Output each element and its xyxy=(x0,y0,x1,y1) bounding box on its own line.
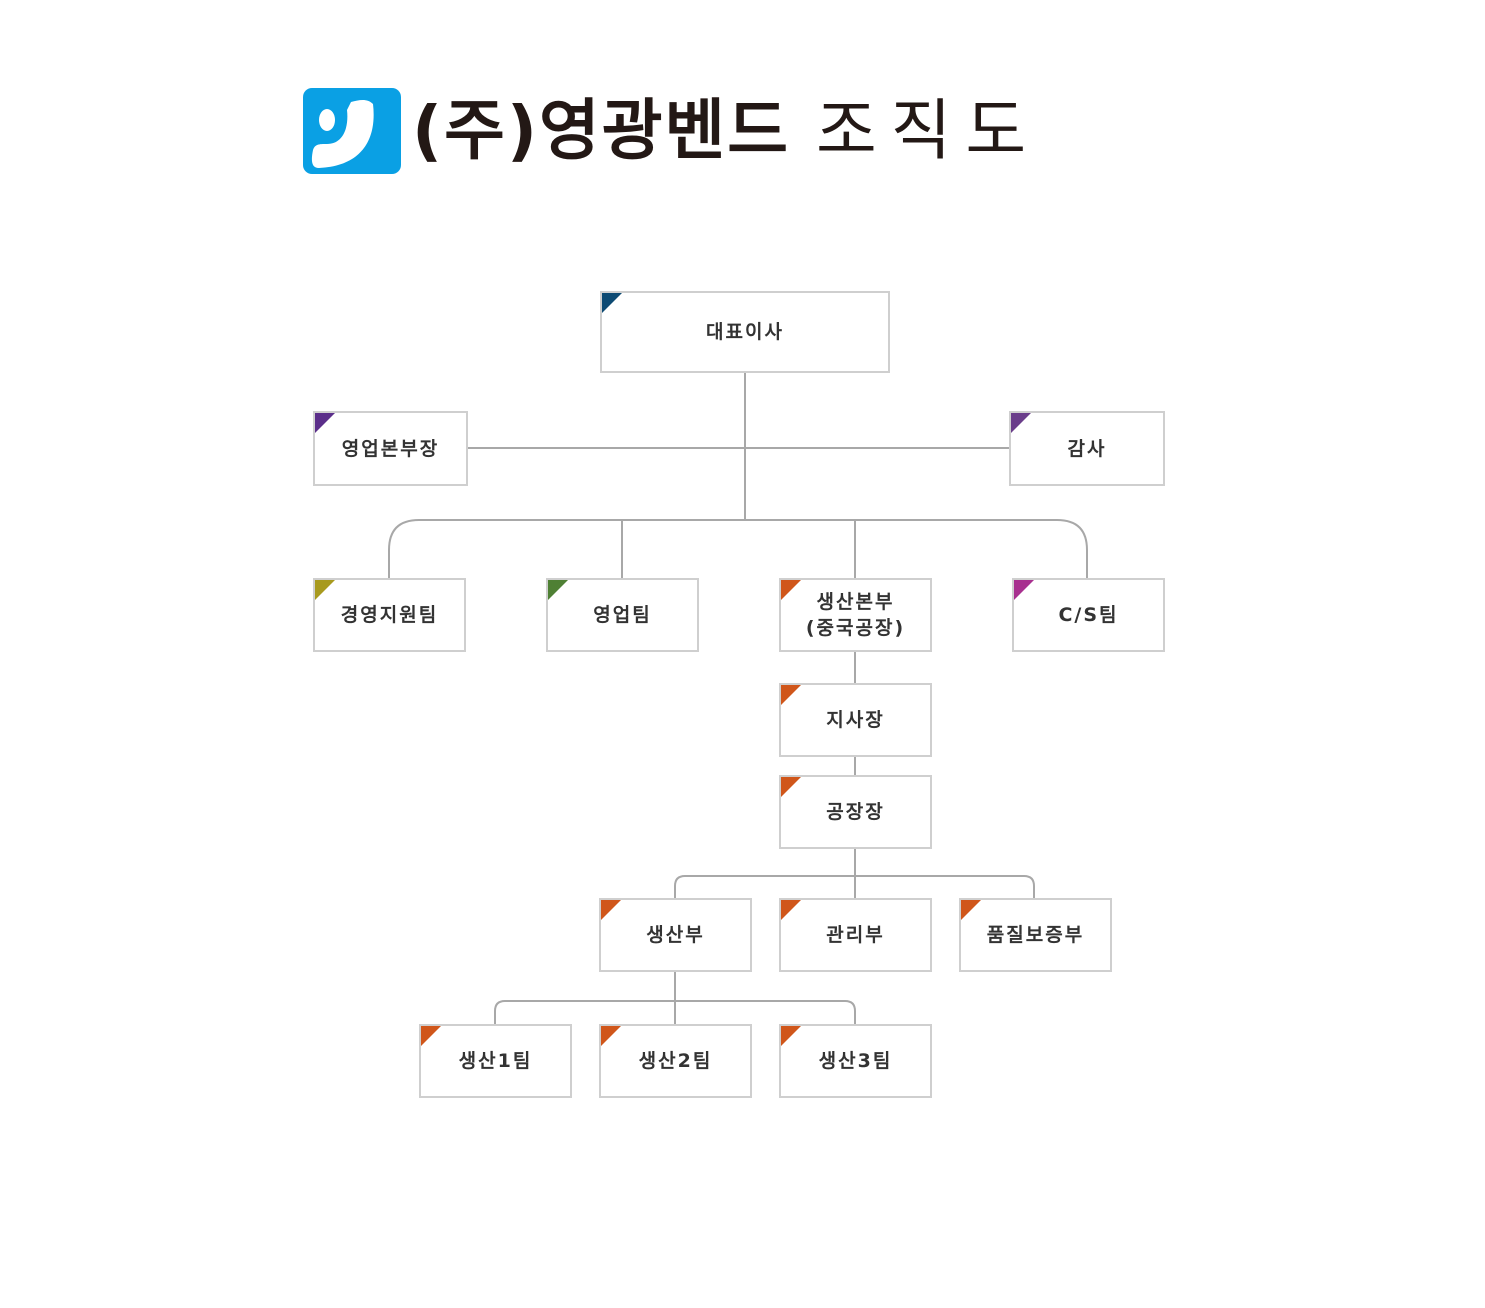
node-qa-dept: 품질보증부 xyxy=(959,898,1112,972)
corner-marker xyxy=(315,580,335,600)
corner-marker xyxy=(781,1026,801,1046)
corner-marker xyxy=(781,685,801,705)
corner-marker xyxy=(781,900,801,920)
company-logo xyxy=(303,88,401,174)
logo-mark-icon xyxy=(311,100,374,168)
corner-marker xyxy=(421,1026,441,1046)
node-label: 경영지원팀 xyxy=(340,604,439,626)
corner-marker xyxy=(602,293,622,313)
node-production-hq: 생산본부 (중국공장) xyxy=(779,578,932,652)
corner-marker xyxy=(781,777,801,797)
corner-marker xyxy=(548,580,568,600)
corner-marker xyxy=(781,580,801,600)
corner-marker xyxy=(601,1026,621,1046)
node-ceo: 대표이사 xyxy=(600,291,890,373)
company-name: (주)영광벤드 xyxy=(412,92,790,169)
node-sales-head: 영업본부장 xyxy=(313,411,468,486)
node-label: 생산1팀 xyxy=(458,1050,533,1072)
node-production-dept: 생산부 xyxy=(599,898,752,972)
teams-bracket xyxy=(388,519,1088,578)
node-sales-team: 영업팀 xyxy=(546,578,699,652)
node-label: 영업본부장 xyxy=(341,437,440,460)
title-subtitle: 조직도 xyxy=(815,92,1041,169)
node-factory-manager: 공장장 xyxy=(779,775,932,849)
page-title: (주)영광벤드 조직도 xyxy=(412,88,1040,174)
corner-marker xyxy=(1014,580,1034,600)
node-branch-manager: 지사장 xyxy=(779,683,932,757)
node-label: 품질보증부 xyxy=(986,924,1085,946)
node-prod-team-1: 생산1팀 xyxy=(419,1024,572,1098)
corner-marker xyxy=(315,413,335,433)
node-label: 대표이사 xyxy=(706,321,784,343)
teams2-bracket xyxy=(494,1000,856,1024)
node-mgmt-support: 경영지원팀 xyxy=(313,578,466,652)
node-sublabel: (중국공장) xyxy=(805,617,906,639)
node-auditor: 감사 xyxy=(1009,411,1165,486)
node-label: 생산부 xyxy=(646,924,705,946)
node-prod-team-3: 생산3팀 xyxy=(779,1024,932,1098)
node-label: 생산본부 xyxy=(816,591,895,613)
corner-marker xyxy=(961,900,981,920)
node-label: 감사 xyxy=(1067,437,1107,460)
node-label: 영업팀 xyxy=(593,604,652,626)
node-label: 생산2팀 xyxy=(638,1050,713,1072)
corner-marker xyxy=(601,900,621,920)
node-label: 공장장 xyxy=(826,801,885,823)
node-label: C/S팀 xyxy=(1058,604,1119,626)
node-label: 지사장 xyxy=(826,709,885,731)
node-label: 관리부 xyxy=(826,924,885,946)
node-label: 생산3팀 xyxy=(818,1050,893,1072)
depts-bracket xyxy=(674,875,1035,898)
node-admin-dept: 관리부 xyxy=(779,898,932,972)
node-cs-team: C/S팀 xyxy=(1012,578,1165,652)
corner-marker xyxy=(1011,413,1031,433)
node-prod-team-2: 생산2팀 xyxy=(599,1024,752,1098)
